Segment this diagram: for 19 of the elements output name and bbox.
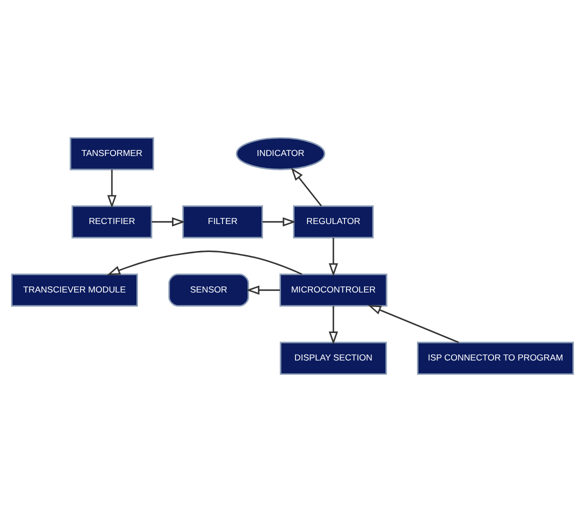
- arrow: [368, 305, 459, 344]
- node-ellipse: INDICATOR: [236, 137, 326, 170]
- arrow: [246, 285, 280, 295]
- node-box: FILTER: [182, 205, 263, 238]
- node-box: TRANSCIEVER MODULE: [11, 274, 138, 307]
- node-box: SENSOR: [168, 274, 250, 307]
- node-box: ISP CONNECTOR TO PROGRAM: [416, 342, 574, 375]
- node-box: REGULATOR: [293, 205, 374, 238]
- arrow: [290, 168, 322, 206]
- node-box: TANSFORMER: [70, 137, 154, 170]
- node-box: DISPLAY SECTION: [280, 342, 387, 375]
- arrow: [328, 238, 338, 276]
- arrow: [328, 306, 338, 345]
- node-box: MICROCONTROLER: [279, 274, 388, 307]
- arrow: [107, 170, 117, 208]
- node-box: RECTIFIER: [72, 205, 152, 238]
- arrow: [152, 217, 186, 227]
- arrow: [262, 217, 296, 227]
- arrow: [107, 250, 302, 276]
